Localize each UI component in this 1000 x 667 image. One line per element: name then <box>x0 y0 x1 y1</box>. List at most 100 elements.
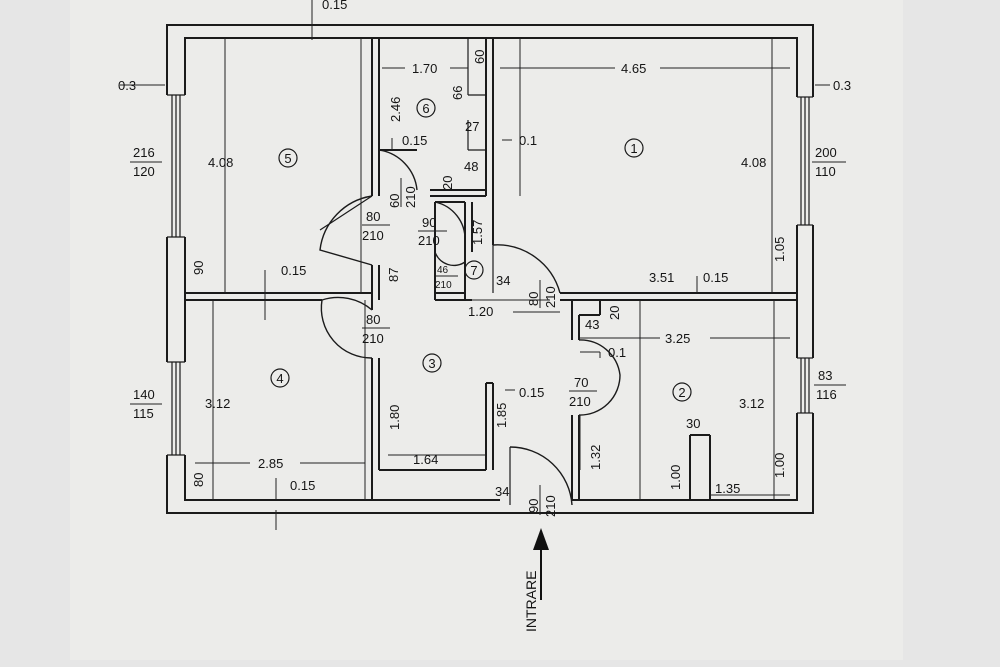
dim-015-room6: 0.15 <box>402 133 427 148</box>
door-70-h: 210 <box>569 394 591 409</box>
dim-87: 87 <box>386 268 401 282</box>
window-110: 110 <box>815 164 836 179</box>
door-80-w-room4: 80 <box>366 312 380 327</box>
dim-465: 4.65 <box>621 61 646 76</box>
door-80-h-room5: 210 <box>362 228 384 243</box>
dim-20-room2: 20 <box>607 306 622 320</box>
room-number-2: 2 <box>678 385 685 400</box>
dim-164: 1.64 <box>413 452 438 467</box>
entrance-arrow <box>533 528 549 600</box>
window-116: 116 <box>816 387 837 402</box>
interior-walls <box>185 38 797 500</box>
door-90-w-entrance: 90 <box>526 499 541 513</box>
dim-408-room5: 4.08 <box>208 155 233 170</box>
dimension-lines <box>120 0 830 530</box>
room-circle-5 <box>278 148 298 168</box>
dim-48: 48 <box>464 159 478 174</box>
dim-01-room2: 0.1 <box>608 345 626 360</box>
window-left-room5 <box>166 94 186 238</box>
door-90-h-room7: 210 <box>418 233 440 248</box>
dim-20-room6: 20 <box>440 176 455 190</box>
window-left-room4 <box>166 361 186 456</box>
window-216: 216 <box>133 145 155 160</box>
door-90-w-room7: 90 <box>422 215 436 230</box>
room-circle-7 <box>464 260 484 280</box>
dim-100-right: 1.00 <box>772 453 787 478</box>
room-number-4: 4 <box>276 371 283 386</box>
room-number-1: 1 <box>630 141 637 156</box>
dim-60-top: 60 <box>472 50 487 64</box>
dim-27: 27 <box>465 119 479 134</box>
dim-180: 1.80 <box>387 405 402 430</box>
room-number-5: 5 <box>284 151 291 166</box>
dim-03-right: 0.3 <box>833 78 851 93</box>
window-140: 140 <box>133 387 155 402</box>
door-room4 <box>320 296 373 359</box>
room-circle-4 <box>270 368 290 388</box>
dim-66: 66 <box>450 86 465 100</box>
door-room1 <box>492 244 561 294</box>
door-90-h-entrance: 210 <box>543 495 558 517</box>
dim-015-room4: 0.15 <box>290 478 315 493</box>
dim-90-room5: 90 <box>191 261 206 275</box>
dim-015-top: 0.15 <box>322 0 347 12</box>
outer-walls <box>166 24 814 514</box>
door-room2 <box>578 339 621 416</box>
dim-135: 1.35 <box>715 481 740 496</box>
door-room7 <box>434 201 466 267</box>
dim-43: 43 <box>585 317 599 332</box>
entrance-label: INTRARE <box>523 571 539 632</box>
door-46-h: 210 <box>435 280 452 291</box>
dim-351: 3.51 <box>649 270 674 285</box>
window-120: 120 <box>133 164 155 179</box>
door-80-w-room5: 80 <box>366 209 380 224</box>
dim-100-left: 1.00 <box>668 465 683 490</box>
door-80-w-room1: 80 <box>526 292 541 306</box>
dim-015-room1: 0.15 <box>703 270 728 285</box>
door-46-w: 46 <box>437 265 449 276</box>
window-115: 115 <box>133 406 154 421</box>
room-number-3: 3 <box>428 356 435 371</box>
door-70-w: 70 <box>574 375 588 390</box>
door-entrance <box>500 446 573 511</box>
room-markers: 1 2 3 4 5 6 7 <box>270 98 692 402</box>
room-number-6: 6 <box>422 101 429 116</box>
room-number-7: 7 <box>470 263 477 278</box>
dim-170: 1.70 <box>412 61 437 76</box>
dim-34-bottom: 34 <box>495 484 509 499</box>
dim-325: 3.25 <box>665 331 690 346</box>
dim-30: 30 <box>686 416 700 431</box>
door-room5 <box>319 195 373 266</box>
window-right-room1 <box>796 96 814 226</box>
door-60-h: 210 <box>403 186 418 208</box>
room-circle-3 <box>422 353 442 373</box>
dim-157: 1.57 <box>470 220 485 245</box>
dim-246: 2.46 <box>388 97 403 122</box>
dim-03-left: 0.3 <box>118 78 136 93</box>
dim-015-room5: 0.15 <box>281 263 306 278</box>
dim-312-room4: 3.12 <box>205 396 230 411</box>
dim-01-room1: 0.1 <box>519 133 537 148</box>
dim-120: 1.20 <box>468 304 493 319</box>
door-80-h-room4: 210 <box>362 331 384 346</box>
door-room6 <box>378 149 418 196</box>
dim-408-room1: 4.08 <box>741 155 766 170</box>
window-right-room2 <box>796 357 814 414</box>
door-80-h-room1: 210 <box>543 286 558 308</box>
dim-132: 1.32 <box>588 445 603 470</box>
dim-34-top: 34 <box>496 273 510 288</box>
room-circle-2 <box>672 382 692 402</box>
dimension-labels: 0.15 0.3 0.3 1.70 4.65 60 2.46 66 27 0.1… <box>118 0 851 632</box>
room-circle-6 <box>416 98 436 118</box>
window-200: 200 <box>815 145 837 160</box>
dim-312-room2: 3.12 <box>739 396 764 411</box>
door-60-w: 60 <box>387 194 402 208</box>
dim-80-room4: 80 <box>191 473 206 487</box>
dim-105: 1.05 <box>772 237 787 262</box>
dim-015-hall: 0.15 <box>519 385 544 400</box>
dim-285: 2.85 <box>258 456 283 471</box>
window-83: 83 <box>818 368 832 383</box>
room-circle-1 <box>624 138 644 158</box>
dim-185: 1.85 <box>494 403 509 428</box>
